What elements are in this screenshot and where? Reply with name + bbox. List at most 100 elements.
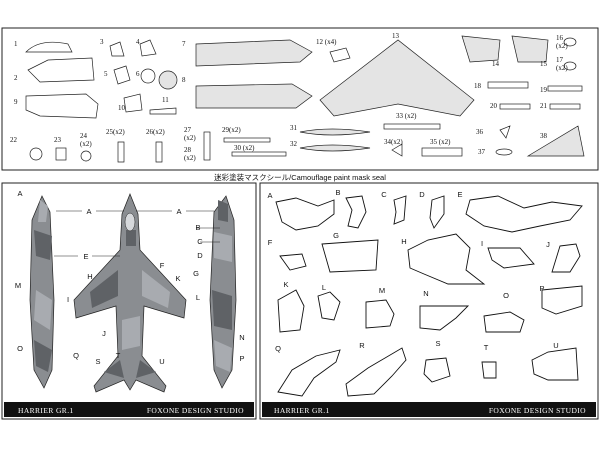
part-10 — [123, 93, 143, 113]
part-number-label: 38 — [540, 132, 548, 140]
part-tailplane-15 — [511, 35, 549, 63]
callout-N: N — [239, 333, 244, 342]
part-number-label: 19 — [540, 86, 548, 94]
part-26 — [155, 141, 163, 163]
mask-label-R: R — [359, 341, 365, 350]
part-number-label: 5 — [104, 70, 108, 78]
mask-label-U: U — [553, 341, 558, 350]
callout-G: G — [193, 269, 199, 278]
part-number-label: 12 (x4) — [316, 38, 337, 46]
callout-A-2: A — [176, 207, 181, 216]
part-number-label: 10 — [118, 104, 126, 112]
mask-label-M: M — [379, 286, 385, 295]
part-number-label: (x2) — [556, 42, 568, 50]
mask-shape-B — [345, 195, 367, 229]
part-number-label: 6 — [136, 70, 140, 78]
part-12 — [329, 47, 351, 63]
part-canopy — [25, 41, 73, 53]
part-27 — [203, 131, 211, 161]
part-fuselage-7 — [195, 39, 313, 67]
part-number-label: (x2) — [80, 140, 92, 148]
mask-label-O: O — [503, 291, 509, 300]
part-number-label: 20 — [490, 102, 498, 110]
left-footer-studio: FOXONE DESIGN STUDIO — [147, 406, 244, 415]
mask-shape-F — [279, 253, 307, 271]
part-8-fan — [158, 70, 178, 90]
part-fuselage-side — [25, 93, 99, 119]
part-number-label: (x2) — [184, 154, 196, 162]
mask-shape-R — [345, 347, 407, 397]
part-number-label: 15 — [540, 60, 548, 68]
callout-F: F — [160, 261, 165, 270]
mask-label-A: A — [267, 191, 272, 200]
part-6-wheel — [140, 68, 156, 84]
mask-shape-U — [531, 347, 579, 381]
aircraft-views-panel: A A A B C D E F G H I J K L M N O P Q S … — [1, 182, 257, 420]
mask-shape-M — [365, 299, 395, 329]
mask-label-T: T — [484, 343, 489, 352]
part-number-label: 7 — [182, 40, 186, 48]
part-tank-32 — [299, 144, 371, 152]
mask-shape-J — [551, 243, 581, 273]
callout-P: P — [239, 354, 244, 363]
mask-shape-D — [429, 195, 445, 229]
part-number-label: 3 — [100, 38, 104, 46]
part-23 — [55, 147, 67, 161]
part-34 — [391, 143, 403, 157]
callout-H: H — [87, 272, 92, 281]
part-4 — [139, 39, 157, 57]
part-number-label: 26(x2) — [146, 128, 165, 136]
mask-shape-C — [393, 195, 407, 225]
part-number-label: 4 — [136, 38, 140, 46]
mask-shape-A — [275, 197, 335, 231]
caption-text: 迷彩塗装マスクシール/Camouflage paint mask seal — [214, 172, 386, 182]
mask-shape-G — [321, 239, 379, 273]
mask-label-P: P — [539, 284, 544, 293]
mask-shape-H — [407, 233, 486, 285]
part-20 — [499, 103, 531, 110]
mask-seal-panel: A B C D E F G H I J K L M N O P Q R S T … — [259, 182, 599, 420]
callout-leaders — [54, 210, 220, 257]
part-30 — [231, 151, 287, 157]
mask-label-G: G — [333, 231, 339, 240]
callout-L: L — [196, 293, 200, 302]
part-number-label: 18 — [474, 82, 482, 90]
part-number-label: 27 — [184, 126, 192, 134]
part-number-label: 28 — [184, 146, 192, 154]
part-nose — [27, 57, 95, 83]
part-wing — [319, 39, 475, 117]
part-33 — [383, 123, 441, 130]
mask-shape-O — [483, 311, 525, 333]
part-number-label: 11 — [162, 96, 169, 104]
part-29 — [223, 137, 271, 143]
mask-label-L: L — [322, 283, 326, 292]
aircraft-side-view-left — [29, 195, 55, 389]
part-tailplane-14 — [461, 35, 501, 63]
part-number-label: 2 — [14, 74, 18, 82]
mask-label-B: B — [335, 188, 340, 197]
left-footer-bar — [4, 402, 254, 417]
part-number-label: 25(x2) — [106, 128, 125, 136]
callout-M: M — [15, 281, 21, 290]
callout-J: J — [102, 329, 106, 338]
right-footer-bar — [262, 402, 596, 417]
part-tank-31 — [299, 128, 371, 136]
part-number-label: 33 (x2) — [396, 112, 417, 120]
part-number-label: 29(x2) — [222, 126, 241, 134]
part-16 — [563, 37, 577, 47]
part-number-label: 13 — [392, 32, 400, 40]
part-17 — [563, 61, 577, 71]
mask-shape-P — [541, 285, 583, 315]
part-35 — [421, 147, 463, 157]
part-number-label: 21 — [540, 102, 548, 110]
part-22 — [29, 147, 43, 161]
part-number-label: 24 — [80, 132, 88, 140]
part-number-label: (x2) — [184, 134, 196, 142]
mask-shape-E — [465, 195, 583, 233]
part-number-label: 9 — [14, 98, 18, 106]
part-number-label: 35 (x2) — [430, 138, 451, 146]
part-21 — [549, 103, 581, 110]
right-footer-title: HARRIER GR.1 — [274, 406, 330, 415]
